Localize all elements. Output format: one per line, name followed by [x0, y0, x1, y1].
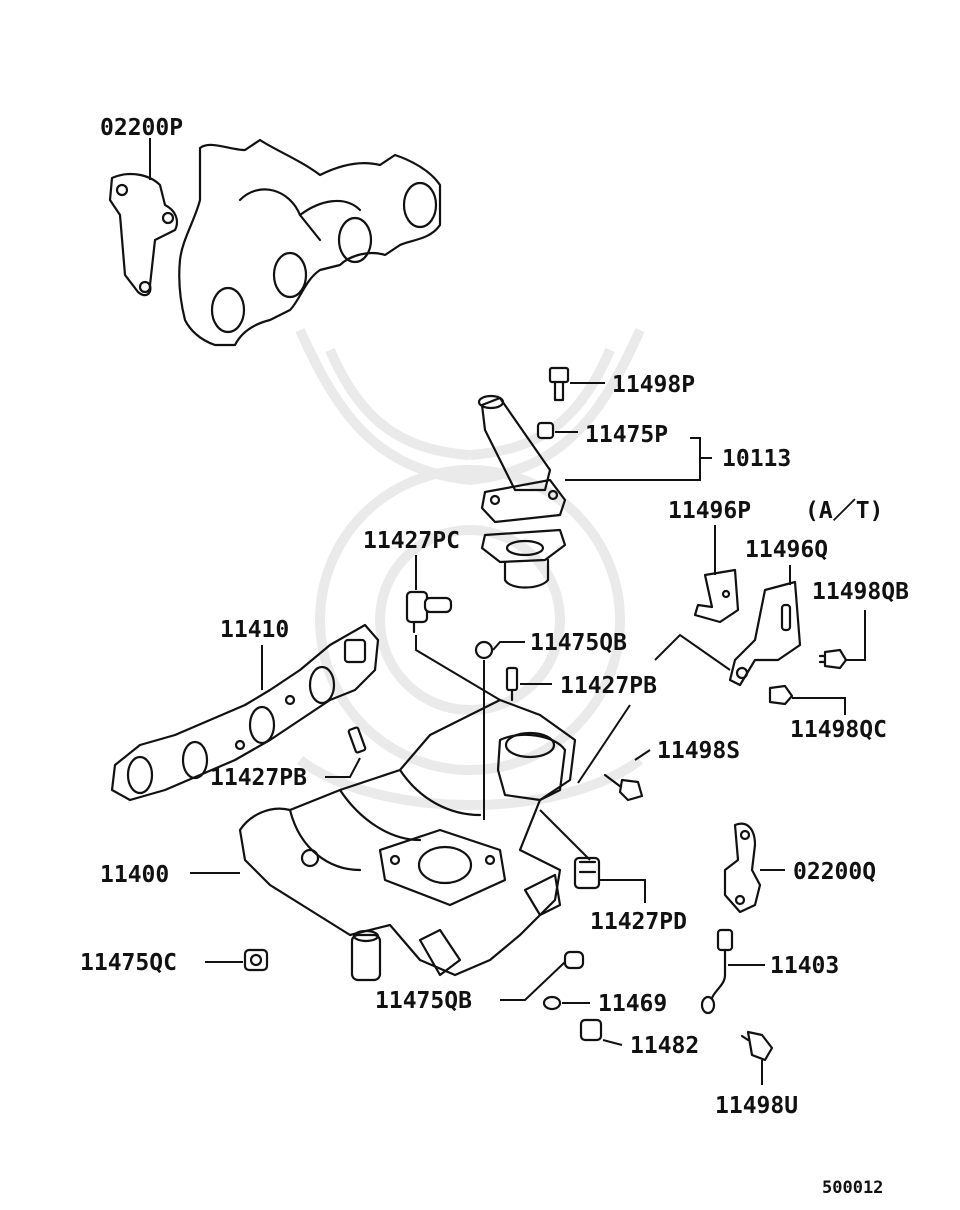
sensor-11403	[700, 928, 734, 1015]
watermark-emblem	[295, 327, 645, 810]
label-11410: 11410	[220, 617, 289, 643]
leader-11427PC-to-manifold	[415, 635, 501, 701]
leader-11498S-to-manifold	[577, 704, 631, 784]
leader-11475QB-top	[492, 641, 525, 651]
label-11475QB-top: 11475QB	[530, 630, 627, 656]
fitting-11427PD	[573, 856, 601, 890]
exhaust-manifold	[178, 138, 442, 347]
leader-11498QB	[843, 610, 866, 661]
bolt-11498U	[740, 1030, 774, 1062]
leader-11498QC	[792, 697, 846, 715]
leader-11475QB-bottom	[500, 961, 566, 1001]
label-11427PC: 11427PC	[363, 528, 460, 554]
label-at-note: (A／T)	[805, 497, 883, 524]
leader-11482	[602, 1039, 623, 1046]
bolt-11498S	[603, 773, 644, 802]
leader-11427PD	[600, 879, 646, 903]
label-11498QB: 11498QB	[812, 579, 909, 605]
plug-11475P	[536, 421, 555, 440]
intake-manifold-11400	[238, 698, 577, 982]
label-11427PB-right: 11427PB	[560, 673, 657, 699]
leader-11427PD-to-manifold	[539, 809, 591, 861]
diagram-code: 500012	[822, 1178, 883, 1198]
bolt-11498QB	[818, 648, 848, 670]
nut-11482	[579, 1018, 603, 1042]
label-11498P: 11498P	[612, 372, 695, 398]
bracket-11496Q	[728, 580, 802, 687]
label-11469: 11469	[598, 991, 667, 1017]
intake-gasket-11410	[110, 623, 380, 802]
label-11475QC: 11475QC	[80, 950, 177, 976]
label-11427PD: 11427PD	[590, 909, 687, 935]
washer-11469	[542, 995, 562, 1011]
label-11498S: 11498S	[657, 738, 740, 764]
label-11427PB-left: 11427PB	[210, 765, 307, 791]
water-outlet-fitting	[477, 394, 567, 524]
thermostat	[480, 528, 567, 589]
leader-A-T-bracket	[654, 633, 731, 671]
label-11498U: 11498U	[715, 1093, 798, 1119]
label-02200P: 02200P	[100, 115, 183, 141]
nut-11475QC	[243, 948, 269, 972]
plug-11475QB-top	[474, 640, 494, 660]
label-11400: 11400	[100, 862, 169, 888]
label-11475QB-bottom: 11475QB	[375, 988, 472, 1014]
label-11475P: 11475P	[585, 422, 668, 448]
bracket-02200P	[108, 172, 179, 297]
label-02200Q: 02200Q	[793, 859, 876, 885]
bracket-11496P	[693, 568, 740, 624]
bracket-02200Q	[723, 822, 762, 914]
label-10113: 10113	[722, 446, 791, 472]
fitting-11427PC	[405, 590, 453, 634]
label-11496Q: 11496Q	[745, 537, 828, 563]
plug-11475QB-bottom	[563, 950, 585, 970]
leader-11427PB-left	[325, 757, 361, 778]
label-11482: 11482	[630, 1033, 699, 1059]
label-11496P: 11496P	[668, 498, 751, 524]
bolt-11498QC	[768, 684, 794, 706]
bolt-11498P	[548, 366, 570, 402]
leader-11498S	[634, 749, 651, 761]
fitting-11427PB-right	[505, 666, 519, 702]
fitting-11427PB-left	[347, 726, 367, 754]
label-11403: 11403	[770, 953, 839, 979]
label-11498QC: 11498QC	[790, 717, 887, 743]
